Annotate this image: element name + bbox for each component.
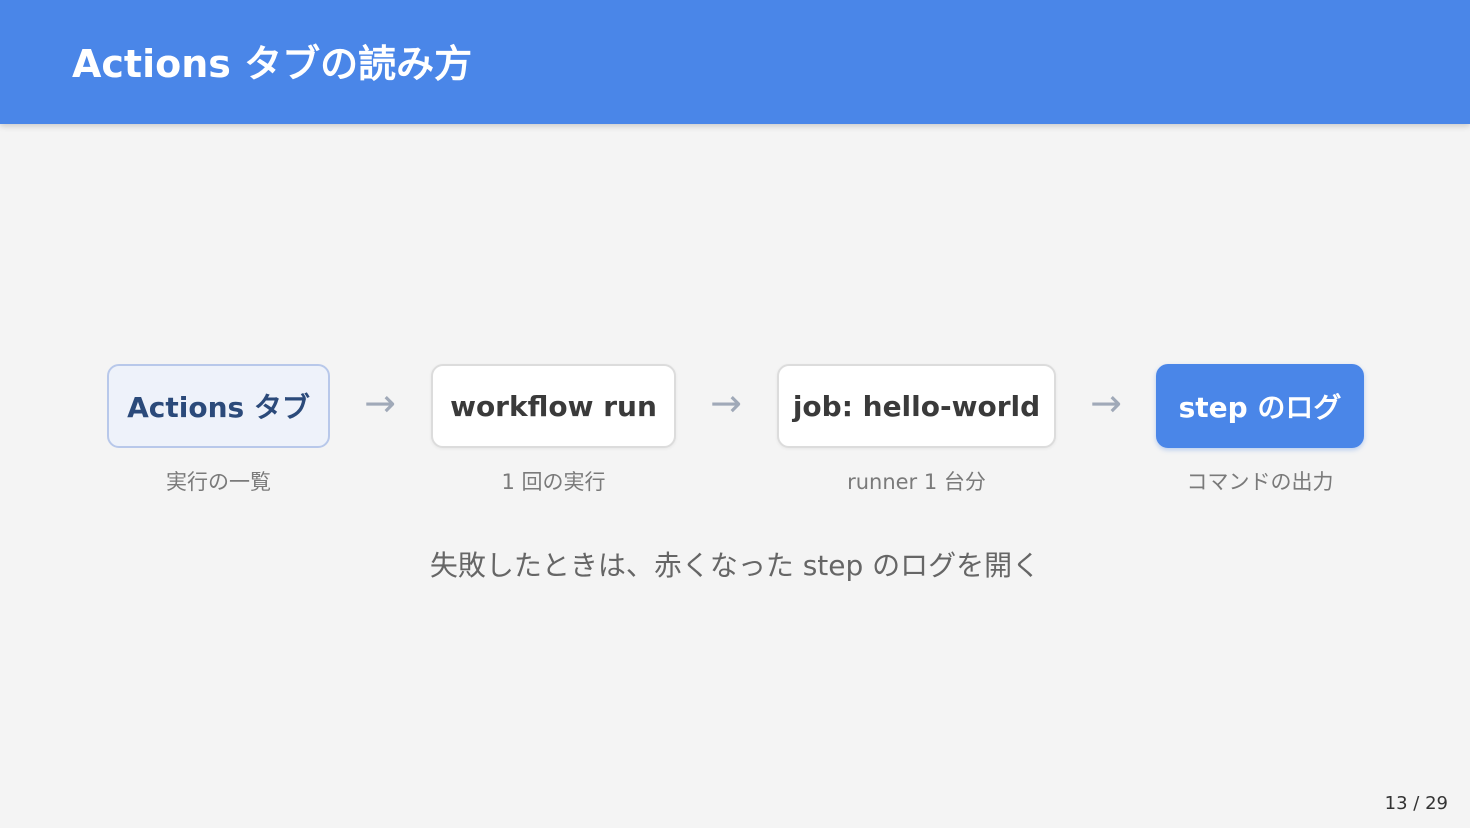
slide-note: 失敗したときは、赤くなった step のログを開く (429, 549, 1041, 582)
arrow-right-icon: → (710, 381, 742, 425)
flow-caption-workflow-run: 1 回の実行 (501, 470, 606, 494)
slide-title: Actions タブの読み方 (72, 42, 473, 86)
flow-caption-job: runner 1 台分 (847, 470, 986, 494)
arrow-right-icon: → (364, 381, 396, 425)
flow-caption-actions-tab: 実行の一覧 (166, 470, 271, 494)
flow-diagram: Actions タブ 実行の一覧 → workflow run 1 回の実行 →… (0, 364, 1470, 494)
flow-node-actions-tab: Actions タブ (107, 364, 330, 448)
slide-header: Actions タブの読み方 (0, 0, 1470, 124)
flow-caption-step-log: コマンドの出力 (1186, 470, 1334, 494)
arrow-right-icon: → (1090, 381, 1122, 425)
page-number: 13 / 29 (1384, 793, 1448, 814)
flow-node-workflow-run: workflow run (431, 364, 676, 448)
flow-node-job: job: hello-world (777, 364, 1056, 448)
flow-node-step-log: step のログ (1156, 364, 1364, 448)
